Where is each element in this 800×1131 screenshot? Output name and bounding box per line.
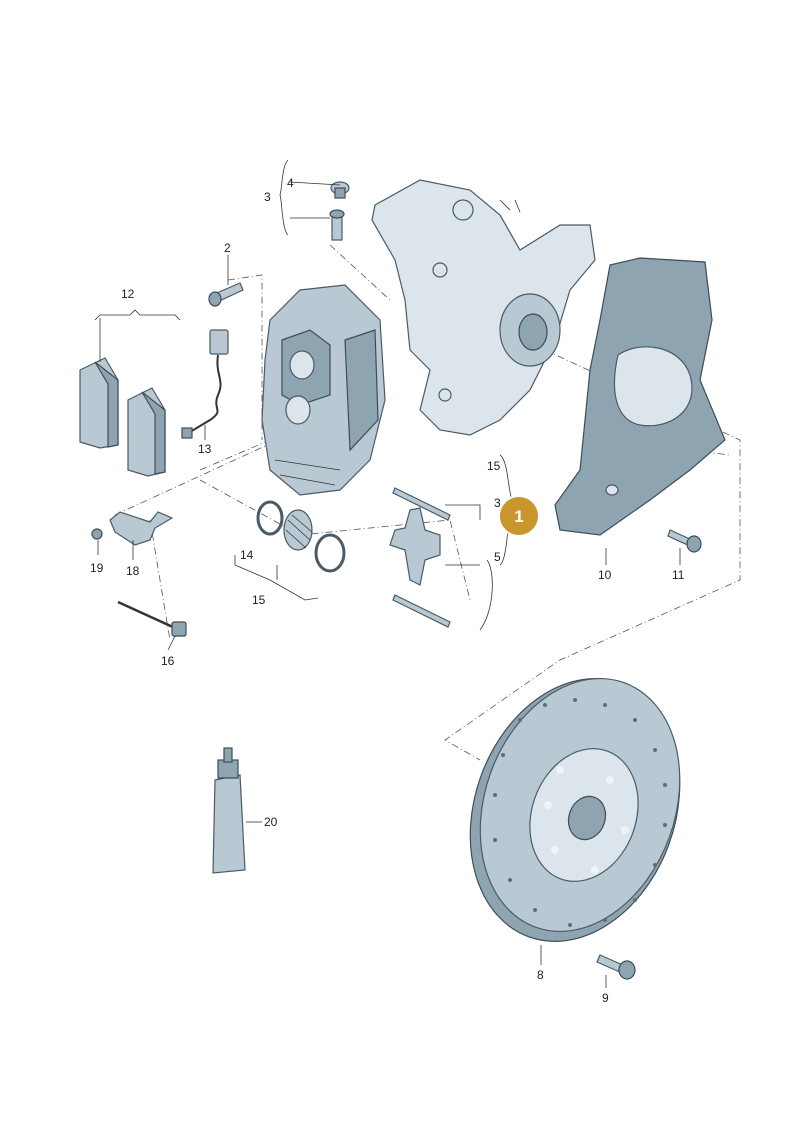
shield-bolt [667, 529, 702, 553]
label-13: 13 [198, 442, 212, 456]
label-11: 11 [672, 568, 685, 582]
dust-shield [554, 257, 726, 536]
label-15-bottom: 15 [252, 593, 266, 607]
label-10: 10 [598, 568, 612, 582]
hardware-screws [329, 181, 350, 241]
label-20: 20 [264, 815, 278, 829]
pins-and-spring [389, 487, 451, 628]
brake-disc [469, 677, 681, 942]
callout-labels: 2 3 4 12 13 19 18 16 14 15 15 3 5 10 11 … [90, 176, 685, 1005]
label-8: 8 [537, 968, 544, 982]
cable-tie [117, 600, 187, 637]
grease-tube [212, 747, 246, 874]
label-3-top: 3 [264, 190, 271, 204]
label-4: 4 [287, 176, 294, 190]
brake-pads [79, 357, 166, 477]
label-5: 5 [494, 550, 501, 564]
brake-caliper [261, 284, 386, 496]
label-3-mid: 3 [494, 496, 501, 510]
caliper-bolt [208, 282, 244, 307]
highlight-badge[interactable]: 1 [498, 495, 540, 537]
label-15-top: 15 [487, 459, 501, 473]
leader-lines [94, 159, 681, 988]
label-12: 12 [121, 287, 135, 301]
label-18: 18 [126, 564, 140, 578]
badge-number: 1 [514, 507, 523, 526]
label-2: 2 [224, 241, 231, 255]
bracket [91, 511, 174, 546]
label-19: 19 [90, 561, 104, 575]
label-16: 16 [161, 654, 175, 668]
wear-sensor [181, 329, 229, 439]
wheel-carrier [371, 179, 596, 436]
disc-screw [596, 954, 636, 980]
label-14: 14 [240, 548, 254, 562]
piston-seal-kit [256, 500, 346, 573]
label-9: 9 [602, 991, 609, 1005]
